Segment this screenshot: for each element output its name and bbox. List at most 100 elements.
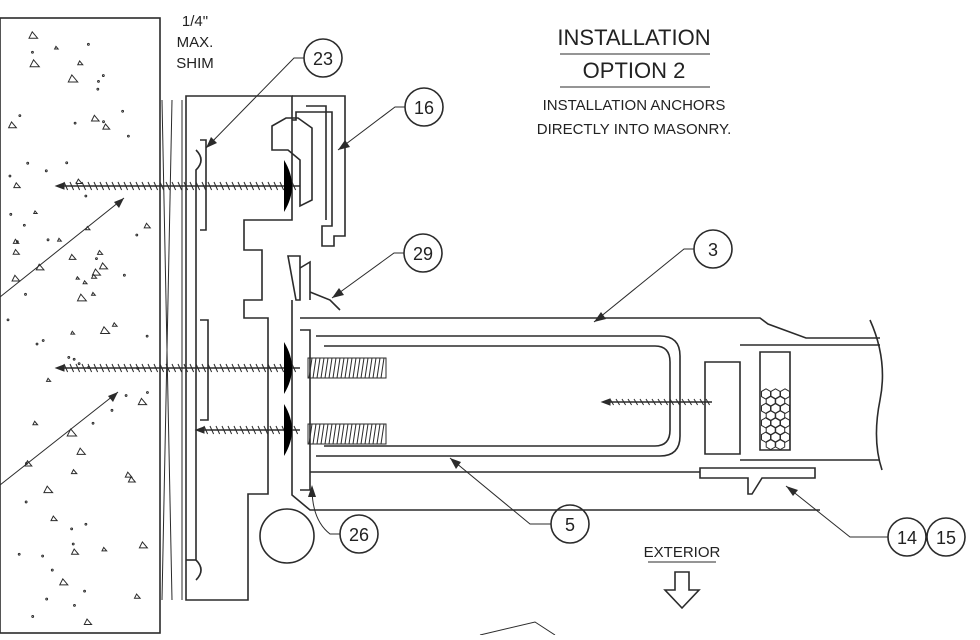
title-line2: OPTION 2 bbox=[583, 58, 686, 83]
threaded-insert bbox=[307, 357, 387, 379]
callout-29: 29 bbox=[331, 233, 443, 299]
aggregate-dot bbox=[6, 318, 10, 322]
screw-head bbox=[284, 404, 292, 456]
aggregate-dot bbox=[71, 542, 75, 546]
aggregate-dot bbox=[72, 357, 76, 361]
aggregate-mark bbox=[82, 279, 89, 285]
honeycomb-cell bbox=[765, 395, 776, 407]
aggregate-mark bbox=[11, 274, 21, 282]
threaded-insert bbox=[307, 423, 387, 445]
honeycomb-cell bbox=[780, 417, 790, 429]
aggregate-mark bbox=[91, 268, 102, 276]
aggregate-mark bbox=[127, 475, 137, 483]
callout-3-label: 3 bbox=[708, 240, 718, 260]
aggregate-dot bbox=[96, 87, 100, 91]
aggregate-dot bbox=[145, 334, 149, 338]
honeycomb-cell bbox=[780, 402, 790, 415]
aggregate-dot bbox=[15, 240, 19, 244]
shim-max-text: MAX. bbox=[177, 34, 214, 51]
aggregate-dot bbox=[91, 421, 95, 425]
masonry-anchor-screw bbox=[54, 181, 300, 191]
aggregate-mark bbox=[101, 546, 108, 552]
aggregate-mark bbox=[90, 291, 97, 296]
aggregate-dot bbox=[45, 597, 49, 601]
aggregate-mark bbox=[76, 60, 84, 66]
aggregate-dot bbox=[31, 615, 35, 618]
aggregate-dot bbox=[102, 120, 105, 124]
shim-label-text: SHIM bbox=[176, 55, 214, 72]
shim-note: 1/4" MAX. SHIM bbox=[161, 13, 214, 601]
aggregate-dot bbox=[73, 121, 77, 125]
title-line1: INSTALLATION bbox=[557, 25, 710, 50]
honeycomb-cell bbox=[761, 388, 771, 400]
honeycomb-cell bbox=[770, 402, 781, 415]
honeycomb-cell bbox=[761, 431, 771, 443]
aggregate-mark bbox=[90, 273, 98, 279]
aggregate-mark bbox=[67, 73, 79, 83]
aggregate-dot bbox=[41, 554, 45, 558]
honeycomb-cell bbox=[775, 409, 786, 422]
aggregate-mark bbox=[133, 593, 142, 599]
aggregate-mark bbox=[98, 261, 109, 270]
aggregate-dot bbox=[110, 408, 114, 412]
screw-head bbox=[284, 342, 292, 394]
aggregate-dot bbox=[41, 339, 45, 342]
aggregate-mark bbox=[83, 618, 93, 625]
aggregate-mark bbox=[90, 114, 101, 122]
aggregate-mark bbox=[28, 30, 39, 39]
aggregate-mark bbox=[24, 459, 33, 467]
aggregate-mark bbox=[70, 548, 80, 555]
aggregate-dot bbox=[135, 233, 139, 237]
aggregate-dot bbox=[122, 273, 126, 277]
backer-rod bbox=[259, 508, 315, 564]
honeycomb-cell bbox=[780, 431, 790, 443]
subframe-profile bbox=[185, 95, 293, 601]
callout-5-label: 5 bbox=[565, 515, 575, 535]
screw-head bbox=[284, 160, 292, 212]
aggregate-dot bbox=[46, 238, 50, 242]
aggregate-mark bbox=[45, 377, 52, 382]
main-frame-profile bbox=[291, 300, 880, 511]
aggregate-mark bbox=[29, 58, 41, 68]
installation-title: INSTALLATION OPTION 2 INSTALLATION ANCHO… bbox=[537, 25, 732, 138]
aggregate-mark bbox=[99, 325, 111, 335]
aggregate-mark bbox=[12, 238, 20, 244]
aggregate-dot bbox=[26, 161, 30, 165]
shim-size-text: 1/4" bbox=[182, 13, 208, 30]
aggregate-dot bbox=[31, 50, 34, 54]
callout-16-label: 16 bbox=[414, 98, 434, 118]
honeycomb-cell bbox=[775, 424, 786, 436]
aggregate-dot bbox=[8, 174, 12, 178]
honeycomb-cell bbox=[765, 409, 776, 422]
callout-3: 3 bbox=[593, 229, 733, 323]
exterior-indicator: EXTERIOR bbox=[644, 544, 721, 610]
aggregate-dot bbox=[77, 362, 81, 366]
callout-5: 5 bbox=[449, 457, 590, 544]
partial-detail-edge bbox=[479, 621, 556, 636]
aggregate-mark bbox=[68, 253, 77, 260]
aggregate-dot bbox=[50, 568, 54, 572]
aggregate-dot bbox=[67, 356, 71, 359]
callout-29-label: 29 bbox=[413, 244, 433, 264]
glazing-stop bbox=[699, 319, 884, 495]
callout-14-label: 14 bbox=[897, 528, 917, 548]
aggregate-mark bbox=[76, 293, 88, 302]
aggregate-mark bbox=[50, 515, 59, 522]
honeycomb-cell bbox=[765, 438, 776, 451]
aggregate-dot bbox=[22, 223, 26, 227]
masonry-anchor-screw bbox=[54, 363, 300, 373]
callout-23-label: 23 bbox=[313, 49, 333, 69]
honeycomb-cell bbox=[780, 388, 790, 400]
aggregate-dot bbox=[70, 527, 74, 531]
callout-23: 23 bbox=[205, 38, 343, 149]
sealant-29 bbox=[287, 255, 341, 311]
title-note-line2: DIRECTLY INTO MASONRY. bbox=[537, 121, 732, 138]
aggregate-dot bbox=[126, 134, 130, 138]
honeycomb-cell bbox=[761, 402, 771, 415]
aggregate-mark bbox=[12, 248, 21, 255]
aggregate-mark bbox=[124, 471, 133, 478]
aggregate-dot bbox=[18, 114, 22, 117]
aggregate-mark bbox=[111, 321, 119, 327]
aggregate-dot bbox=[124, 394, 128, 397]
